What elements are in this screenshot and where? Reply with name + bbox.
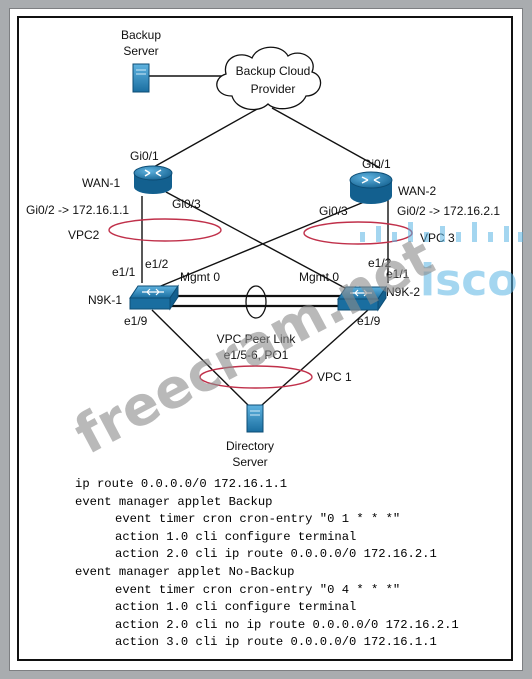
config-line: event manager applet Backup [75,494,273,509]
vpc1-ellipse [199,365,313,389]
link-wan1-cloud [151,107,260,169]
directory-server-label-line1: Directory [226,439,274,453]
wan2-gi01-label: Gi0/1 [362,157,391,171]
config-line: ip route 0.0.0.0/0 172.16.1.1 [75,477,288,491]
wan2-router-icon [349,171,393,204]
wan1-gi01-label: Gi0/1 [130,149,159,163]
outer-frame [9,8,523,671]
n9k1-e12-label: e1/2 [145,257,169,271]
config-line: action 1.0 cli configure terminal [115,600,357,615]
backup-server-icon [132,63,150,93]
wan2-label: WAN-2 [398,184,437,198]
link-n9k1-directory [151,309,249,406]
wan1-gi02-label: Gi0/2 -> 172.16.1.1 [26,203,129,217]
n9k2-e12-label: e1/2 [368,256,392,270]
peer-link-label-line2: e1/5-6, PO1 [224,348,289,362]
n9k1-mgmt-label: Mgmt 0 [180,270,220,284]
wan1-label: WAN-1 [82,176,121,190]
directory-server-label-line2: Server [232,455,267,469]
n9k2-e11-label: e1/1 [386,267,410,281]
link-wan1-n9k2 [165,191,346,289]
config-line: action 2.0 cli ip route 0.0.0.0/0 172.16… [115,547,437,562]
backup-server-label-line2: Server [123,44,158,58]
figure-border [17,16,513,661]
config-line: event timer cron cron-entry "0 1 * * *" [115,512,401,527]
peer-link-label-line1: VPC Peer Link [217,332,297,346]
wan1-gi03-label: Gi0/3 [172,197,201,211]
config-line: action 2.0 cli no ip route 0.0.0.0/0 172… [115,617,459,632]
cisco-logo-watermark: isco [360,222,523,306]
n9k2-label: N9K-2 [386,285,420,299]
link-wan2-cloud [271,107,381,169]
n9k1-e19-label: e1/9 [124,314,148,328]
wan1-router-icon [133,165,173,194]
n9k1-label: N9K-1 [88,293,122,307]
cloud-icon [216,46,322,111]
config-line: action 1.0 cli configure terminal [115,529,357,544]
n9k2-mgmt-label: Mgmt 0 [299,270,339,284]
wan2-gi03-label: Gi0/3 [319,204,348,218]
config-line: event manager applet No-Backup [75,564,295,579]
eem-config-text: ip route 0.0.0.0/0 172.16.1.1 event mana… [75,476,459,652]
vpc1-label: VPC 1 [317,370,352,384]
config-line: event timer cron cron-entry "0 4 * * *" [115,582,401,597]
link-wan2-n9k1 [155,201,365,289]
n9k1-e11-label: e1/1 [112,265,136,279]
n9k1-switch-icon [129,284,179,311]
n9k2-e19-label: e1/9 [357,314,381,328]
vpc2-label: VPC2 [68,228,100,242]
cloud-label-line1: Backup Cloud [236,64,311,78]
cisco-logo-text: isco [420,255,518,306]
directory-server-icon [246,404,264,433]
wan2-gi02-label: Gi0/2 -> 172.16.2.1 [397,204,500,218]
link-n9k2-directory [261,309,369,406]
config-line: action 3.0 cli ip route 0.0.0.0/0 172.16… [115,635,437,650]
n9k2-switch-icon [337,285,387,312]
vpc2-ellipse [108,218,222,242]
backup-server-label-line1: Backup [121,28,161,42]
cloud-label-line2: Provider [251,82,296,96]
links [141,75,389,406]
peer-link-ellipse [245,285,267,319]
